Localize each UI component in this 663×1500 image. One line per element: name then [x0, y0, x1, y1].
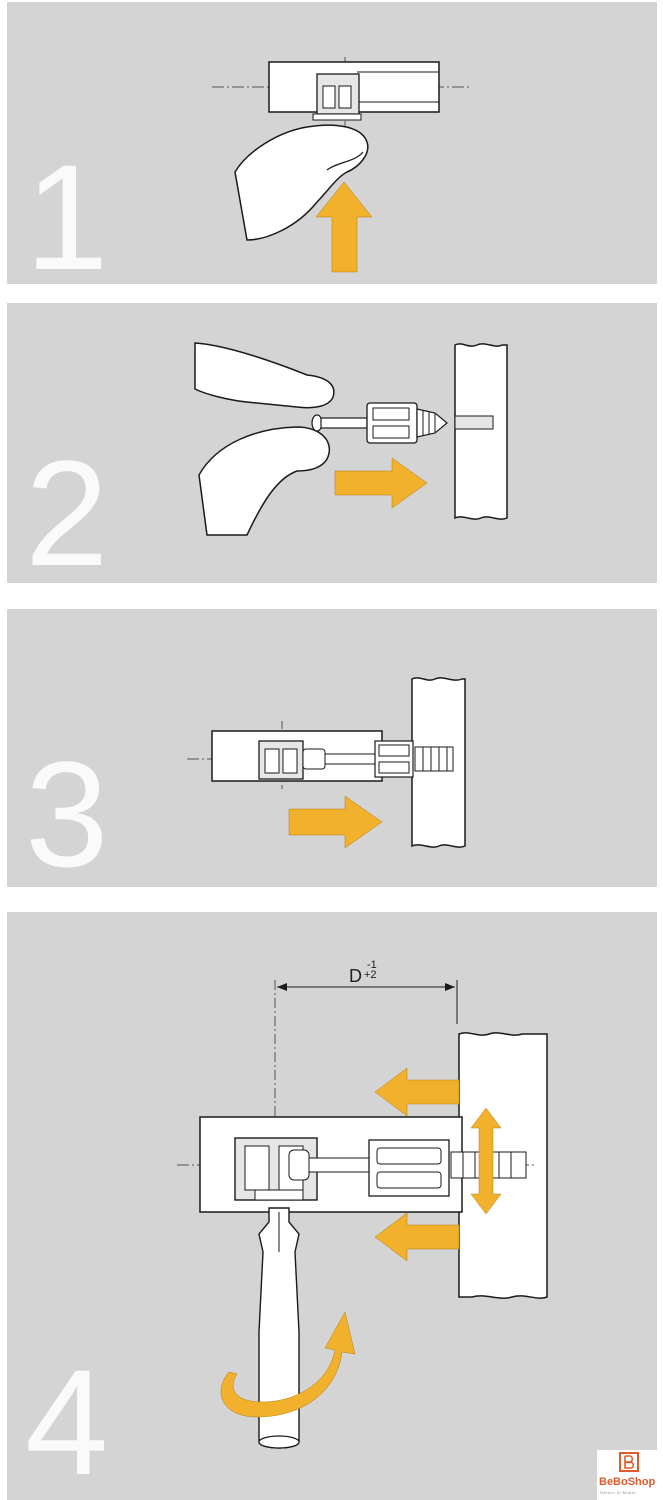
- step-2-illustration: [194, 342, 508, 536]
- step-3-illustration: [187, 677, 466, 849]
- bolt-shaft: [320, 417, 368, 429]
- pull-arrow-lower: [374, 1212, 460, 1262]
- rotate-arrow: [220, 1311, 356, 1418]
- brand-logo-icon: [619, 1452, 639, 1472]
- dimension-tolerance-lower: +2: [364, 969, 377, 981]
- step-1-panel: 1: [7, 2, 657, 284]
- brand-name: BeBoShop: [599, 1476, 656, 1488]
- pull-arrow-upper: [374, 1067, 460, 1117]
- step-2-panel: 2: [7, 303, 657, 583]
- dimension-tolerance-upper: -1: [367, 959, 377, 971]
- brand-logo: BeBoShop Dettori di Mobili: [597, 1450, 663, 1500]
- side-panel: [454, 343, 508, 520]
- push-arrow: [288, 795, 383, 849]
- step-number-4: 4: [25, 1338, 109, 1500]
- insert-arrow: [334, 457, 428, 509]
- step-3-panel: 3: [7, 609, 657, 887]
- step-number-2: 2: [25, 429, 109, 583]
- step-number-1: 1: [25, 133, 109, 284]
- dimension-label: D: [349, 966, 362, 986]
- step-1-illustration: [212, 57, 472, 273]
- push-arrow: [315, 181, 373, 273]
- hand-upper: [194, 342, 335, 409]
- hand: [234, 124, 369, 241]
- step-4-illustration: D -1 +2: [177, 959, 548, 1449]
- step-4-panel: D -1 +2: [7, 912, 657, 1500]
- expand-arrow: [470, 1107, 502, 1215]
- brand-tagline: Dettori di Mobili: [600, 1490, 637, 1495]
- bolt-shaft: [308, 1157, 370, 1173]
- hand-lower: [198, 426, 330, 536]
- bolt-shaft: [324, 753, 376, 765]
- step-number-3: 3: [25, 730, 109, 887]
